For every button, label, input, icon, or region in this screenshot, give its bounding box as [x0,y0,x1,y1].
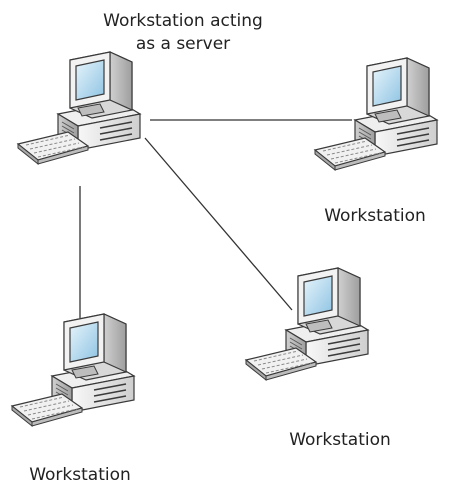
connection-server-middle [144,137,293,311]
workstation-middle-label: Workstation [289,430,391,450]
workstation-bottom-icon [11,313,135,427]
workstation-right-label: Workstation [324,206,426,226]
server-workstation-icon [17,51,141,165]
server-label: Workstation acting as a server [103,11,263,54]
workstation-bottom-label: Workstation [29,465,131,485]
workstation-right-icon [314,57,438,171]
workstation-middle-icon [245,267,369,381]
